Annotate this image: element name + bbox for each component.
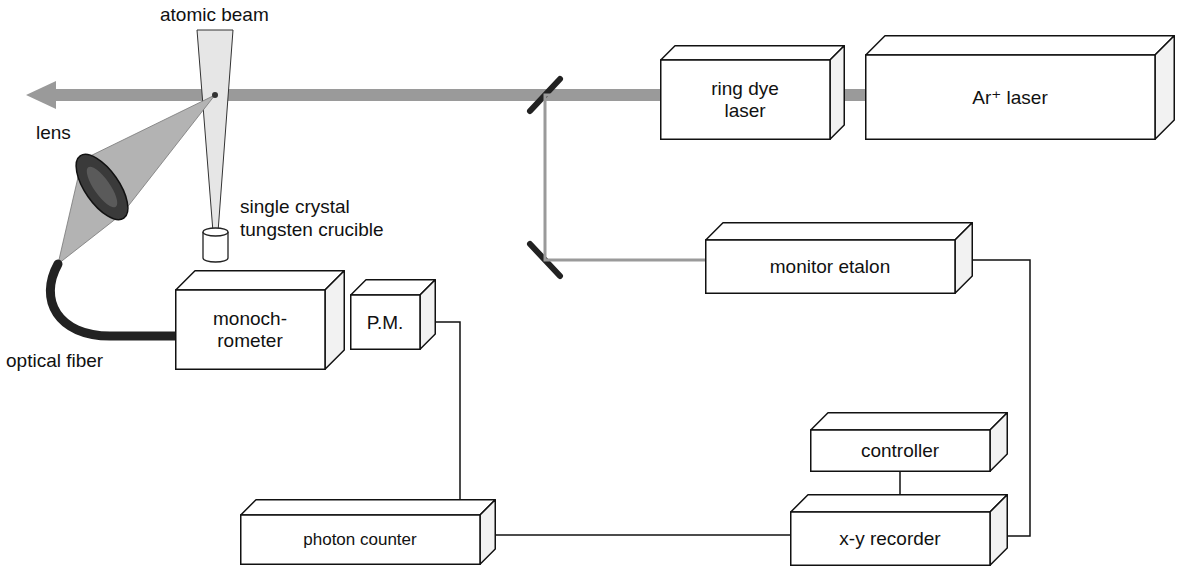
optical-fiber: [50, 264, 177, 336]
box-front: [791, 512, 990, 565]
counter-box: photon counter: [240, 499, 496, 565]
box-front: [706, 240, 955, 293]
box-side: [325, 271, 344, 370]
part-label: single crystal tungsten crucible: [240, 196, 412, 242]
recorder-box: x-y recorder: [790, 494, 1008, 566]
box-face: P.M.: [350, 295, 420, 350]
box-side: [420, 280, 435, 350]
box-label: monitor etalon: [770, 256, 890, 278]
box-side: [990, 413, 1007, 472]
box-face: x-y recorder: [790, 512, 990, 566]
box-face: monoch- rometer: [175, 290, 325, 370]
part-label: optical fiber: [6, 350, 103, 373]
box-top: [811, 413, 1008, 430]
box-face: ring dye laser: [660, 60, 830, 140]
box-front: [866, 55, 1155, 139]
box-face: photon counter: [240, 515, 480, 565]
monochromator-box: monoch- rometer: [175, 270, 345, 370]
box-front: [351, 295, 420, 349]
box-side: [830, 46, 844, 140]
signal-wire: [436, 322, 460, 499]
box-label: controller: [861, 440, 939, 462]
box-top: [706, 223, 973, 240]
lens-highlight: [82, 163, 123, 211]
part-label: atomic beam: [160, 4, 269, 27]
box-top: [176, 271, 345, 290]
atomic-beam-cone: [197, 30, 233, 232]
box-label: P.M.: [367, 312, 404, 334]
part-label: lens: [36, 122, 71, 145]
box-front: [176, 290, 325, 369]
photomultiplier-box: P.M.: [350, 279, 436, 350]
signal-wire: [496, 534, 790, 536]
box-face: controller: [810, 430, 990, 472]
box-label: monoch- rometer: [205, 308, 295, 352]
laser-box: Ar⁺ laser: [865, 35, 1175, 140]
box-label: ring dye laser: [695, 78, 795, 122]
box-label: Ar⁺ laser: [972, 87, 1048, 109]
lens-symbol: [66, 146, 137, 228]
interaction-point: [212, 92, 218, 98]
fluorescence-cone: [82, 95, 215, 214]
box-top: [241, 500, 496, 515]
box-side: [955, 223, 972, 294]
box-top: [791, 495, 1008, 512]
box-label: photon counter: [303, 530, 416, 550]
box-top: [661, 46, 845, 60]
laser-beam: [845, 89, 865, 101]
signal-wire: [899, 472, 901, 494]
crucible-rim: [203, 228, 228, 236]
box-face: monitor etalon: [705, 240, 955, 294]
box-side: [1155, 36, 1174, 140]
box-front: [241, 515, 480, 564]
box-top: [866, 36, 1175, 55]
box-front: [661, 60, 830, 139]
controller-box: controller: [810, 412, 1008, 472]
box-side: [480, 500, 495, 565]
etalon-box: monitor etalon: [705, 222, 973, 294]
box-face: Ar⁺ laser: [865, 55, 1155, 140]
beam-arrowhead: [26, 81, 56, 109]
laser-box: ring dye laser: [660, 45, 845, 140]
box-front: [811, 430, 990, 471]
box-side: [990, 495, 1007, 566]
box-label: x-y recorder: [839, 528, 940, 550]
